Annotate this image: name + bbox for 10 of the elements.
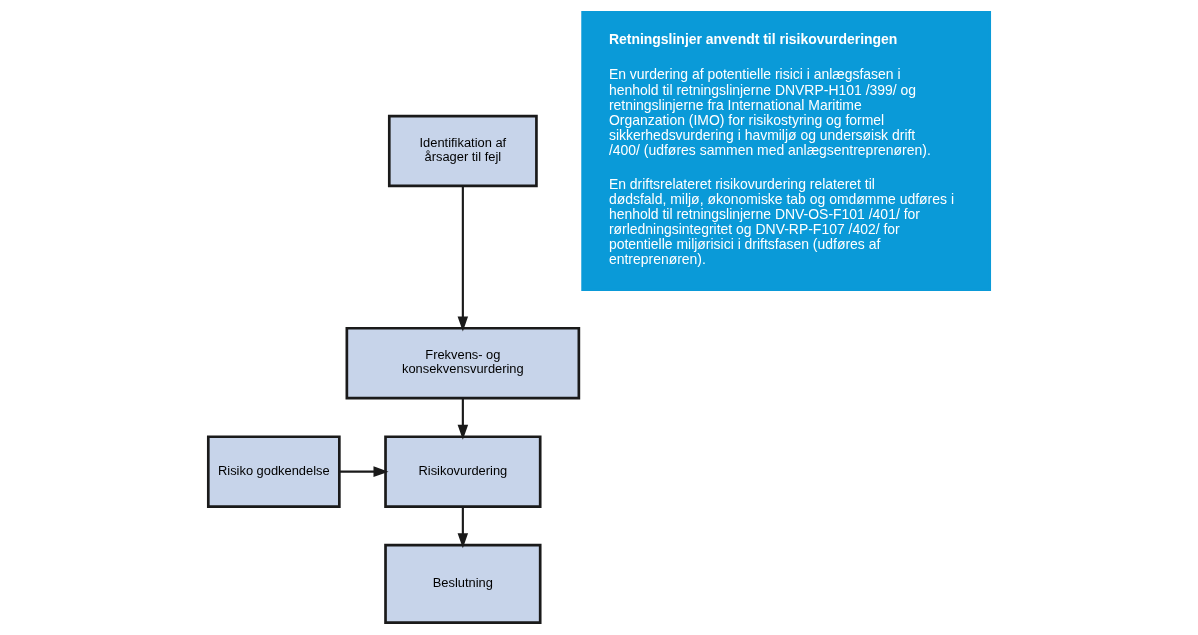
- node-box: Retningslinjer anvendt til risikovurderingen En vurdering af potentielle risici i anlægsfasen i henhold til retningslinjerne DNVRP-H101 /399/ og retningslinjerne fra International Maritime Organzation (IMO) for risikostyring og formel sikkerhedsvurdering i havmiljø og undersøisk drift /400/ (udføres sammen med anlægsentreprenøren). En driftsrelateret risikovurdering relateret til dødsfald, miljø, økonomiske tab og omdømme udføres i henhold til retningslinjerne DNV-OS-F101 /401/ for rørledningsintegritet og DNV-RP-F107 /402/ for potentielle miljørisici i driftsfasen (udføres af entreprenøren).: [581, 11, 992, 291]
- node-box: Risikovurdering: [384, 435, 542, 508]
- arrow: [339, 466, 389, 477]
- node-box: Beslutning: [384, 543, 542, 624]
- arrow: [457, 186, 469, 332]
- arrow: [457, 398, 469, 440]
- node-box: Identifikation af årsager til fejl: [387, 114, 538, 188]
- arrow: [457, 506, 469, 549]
- node-box: Frekvens- og konsekvensvurdering: [345, 326, 581, 400]
- node-box: Risiko godkendelse: [206, 435, 341, 508]
